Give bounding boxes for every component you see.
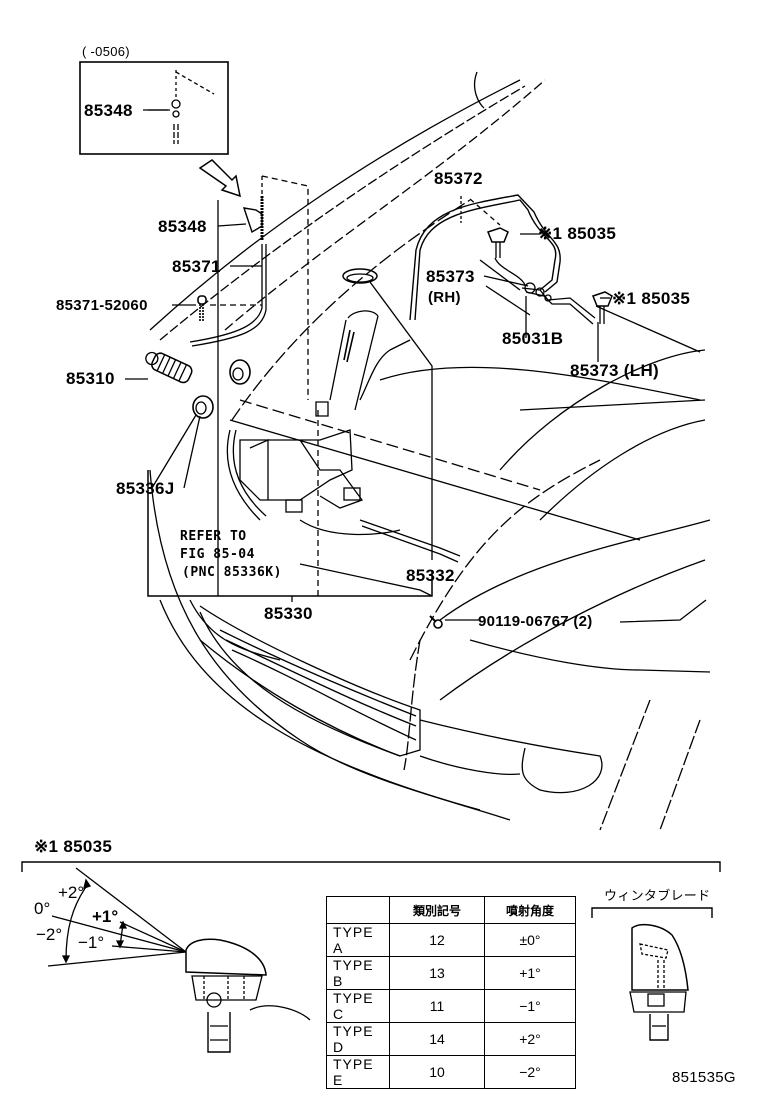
label-85348[interactable]: 85348 xyxy=(158,217,207,236)
arrow-icon xyxy=(198,159,241,198)
table-cell-angle: +1° xyxy=(484,956,576,990)
clip-85371-52060-icon xyxy=(197,295,207,322)
table-cell-type: TYPE E xyxy=(326,1055,390,1089)
refer-note-line1: REFER TO xyxy=(180,529,247,544)
table-row: TYPE E 10 −2° xyxy=(326,1055,576,1089)
angle-label-plus1: +1° xyxy=(92,907,119,926)
angle-label-zero: 0° xyxy=(34,899,51,918)
inset-nozzle-icon xyxy=(171,99,181,144)
table-row: TYPE A 12 ±0° xyxy=(326,923,576,957)
table-cell-type: TYPE C xyxy=(326,989,390,1023)
table-cell-code: 11 xyxy=(389,989,485,1023)
label-85332[interactable]: 85332 xyxy=(406,566,455,585)
detail-title: ※1 85035 xyxy=(34,837,113,856)
table-header-angle: 噴射角度 xyxy=(484,896,576,924)
table-cell-angle: −2° xyxy=(484,1055,576,1089)
label-85371-52060[interactable]: 85371-52060 xyxy=(56,297,148,314)
joint-85031B-icon xyxy=(524,282,552,302)
table-cell-code: 13 xyxy=(389,956,485,990)
wiper-nozzle-icon xyxy=(629,923,689,1041)
detail-frame xyxy=(21,861,721,872)
hood-outline xyxy=(149,79,521,331)
tank-cap-icon xyxy=(342,268,378,284)
label-85373-rh[interactable]: 85373 xyxy=(426,267,475,286)
bolt-90119-icon xyxy=(429,615,443,629)
label-85373-lh[interactable]: 85373 (LH) xyxy=(570,361,659,380)
nozzle-rh-icon xyxy=(487,227,509,258)
hose-85371 xyxy=(189,244,263,343)
angle-label-minus2: −2° xyxy=(36,925,63,944)
inset-date-range: ( -0506) xyxy=(82,44,130,59)
table-header-code: 類別記号 xyxy=(389,896,485,924)
angle-label-minus1: −1° xyxy=(78,933,105,952)
label-85035-rh[interactable]: ※1 85035 xyxy=(538,224,617,243)
wiper-blade-bracket xyxy=(591,907,713,918)
table-cell-code: 14 xyxy=(389,1022,485,1056)
angle-label-plus2: +2° xyxy=(58,883,85,902)
table-row: TYPE C 11 −1° xyxy=(326,989,576,1023)
table-cell-code: 12 xyxy=(389,923,485,957)
cowl-nozzle-icon xyxy=(242,196,264,240)
refer-note-line3: (PNC 85336K) xyxy=(182,565,282,580)
table-cell-angle: +2° xyxy=(484,1022,576,1056)
label-85372[interactable]: 85372 xyxy=(434,169,483,188)
table-cell-type: TYPE D xyxy=(326,1022,390,1056)
detail-nozzle-icon xyxy=(185,938,311,1053)
label-85371[interactable]: 85371 xyxy=(172,257,221,276)
figure-id: 851535G xyxy=(672,1069,736,1086)
inset-box xyxy=(79,61,229,155)
table-cell-type: TYPE B xyxy=(326,956,390,990)
table-header-row: 類別記号 噴射角度 xyxy=(326,896,576,924)
wiper-blade-label: ウィンタブレード xyxy=(604,888,711,903)
pump-85310-icon xyxy=(145,351,193,384)
table-row: TYPE D 14 +2° xyxy=(326,1022,576,1056)
table-cell-type: TYPE A xyxy=(326,923,390,957)
refer-note-line2[interactable]: FIG 85-04 xyxy=(180,547,255,562)
hose-85372 xyxy=(414,199,557,321)
label-90119-06767[interactable]: 90119-06767 (2) xyxy=(478,613,593,630)
label-85031B[interactable]: 85031B xyxy=(502,329,564,348)
table-row: TYPE B 13 +1° xyxy=(326,956,576,990)
label-85348-inset[interactable]: 85348 xyxy=(84,101,133,120)
nozzle-lh-icon xyxy=(592,291,613,324)
callout-bracket-85330 xyxy=(147,470,433,597)
grommet-icon xyxy=(229,359,251,385)
label-85336J[interactable]: 85336J xyxy=(116,479,175,498)
washer-tank-icon xyxy=(226,401,401,536)
spray-angle-table: 類別記号 噴射角度 TYPE A 12 ±0° TYPE B 13 +1° TY… xyxy=(326,896,576,1089)
table-cell-code: 10 xyxy=(389,1055,485,1089)
label-85330[interactable]: 85330 xyxy=(264,604,313,623)
grommet-85336J-icon xyxy=(192,395,214,419)
table-cell-angle: ±0° xyxy=(484,923,576,957)
spray-angle-diagram xyxy=(47,867,187,967)
label-rh: (RH) xyxy=(428,289,461,306)
label-85310[interactable]: 85310 xyxy=(66,369,115,388)
bumper-grille xyxy=(149,469,711,831)
label-85035-lh[interactable]: ※1 85035 xyxy=(612,289,691,308)
table-header-blank xyxy=(326,896,390,924)
table-cell-angle: −1° xyxy=(484,989,576,1023)
